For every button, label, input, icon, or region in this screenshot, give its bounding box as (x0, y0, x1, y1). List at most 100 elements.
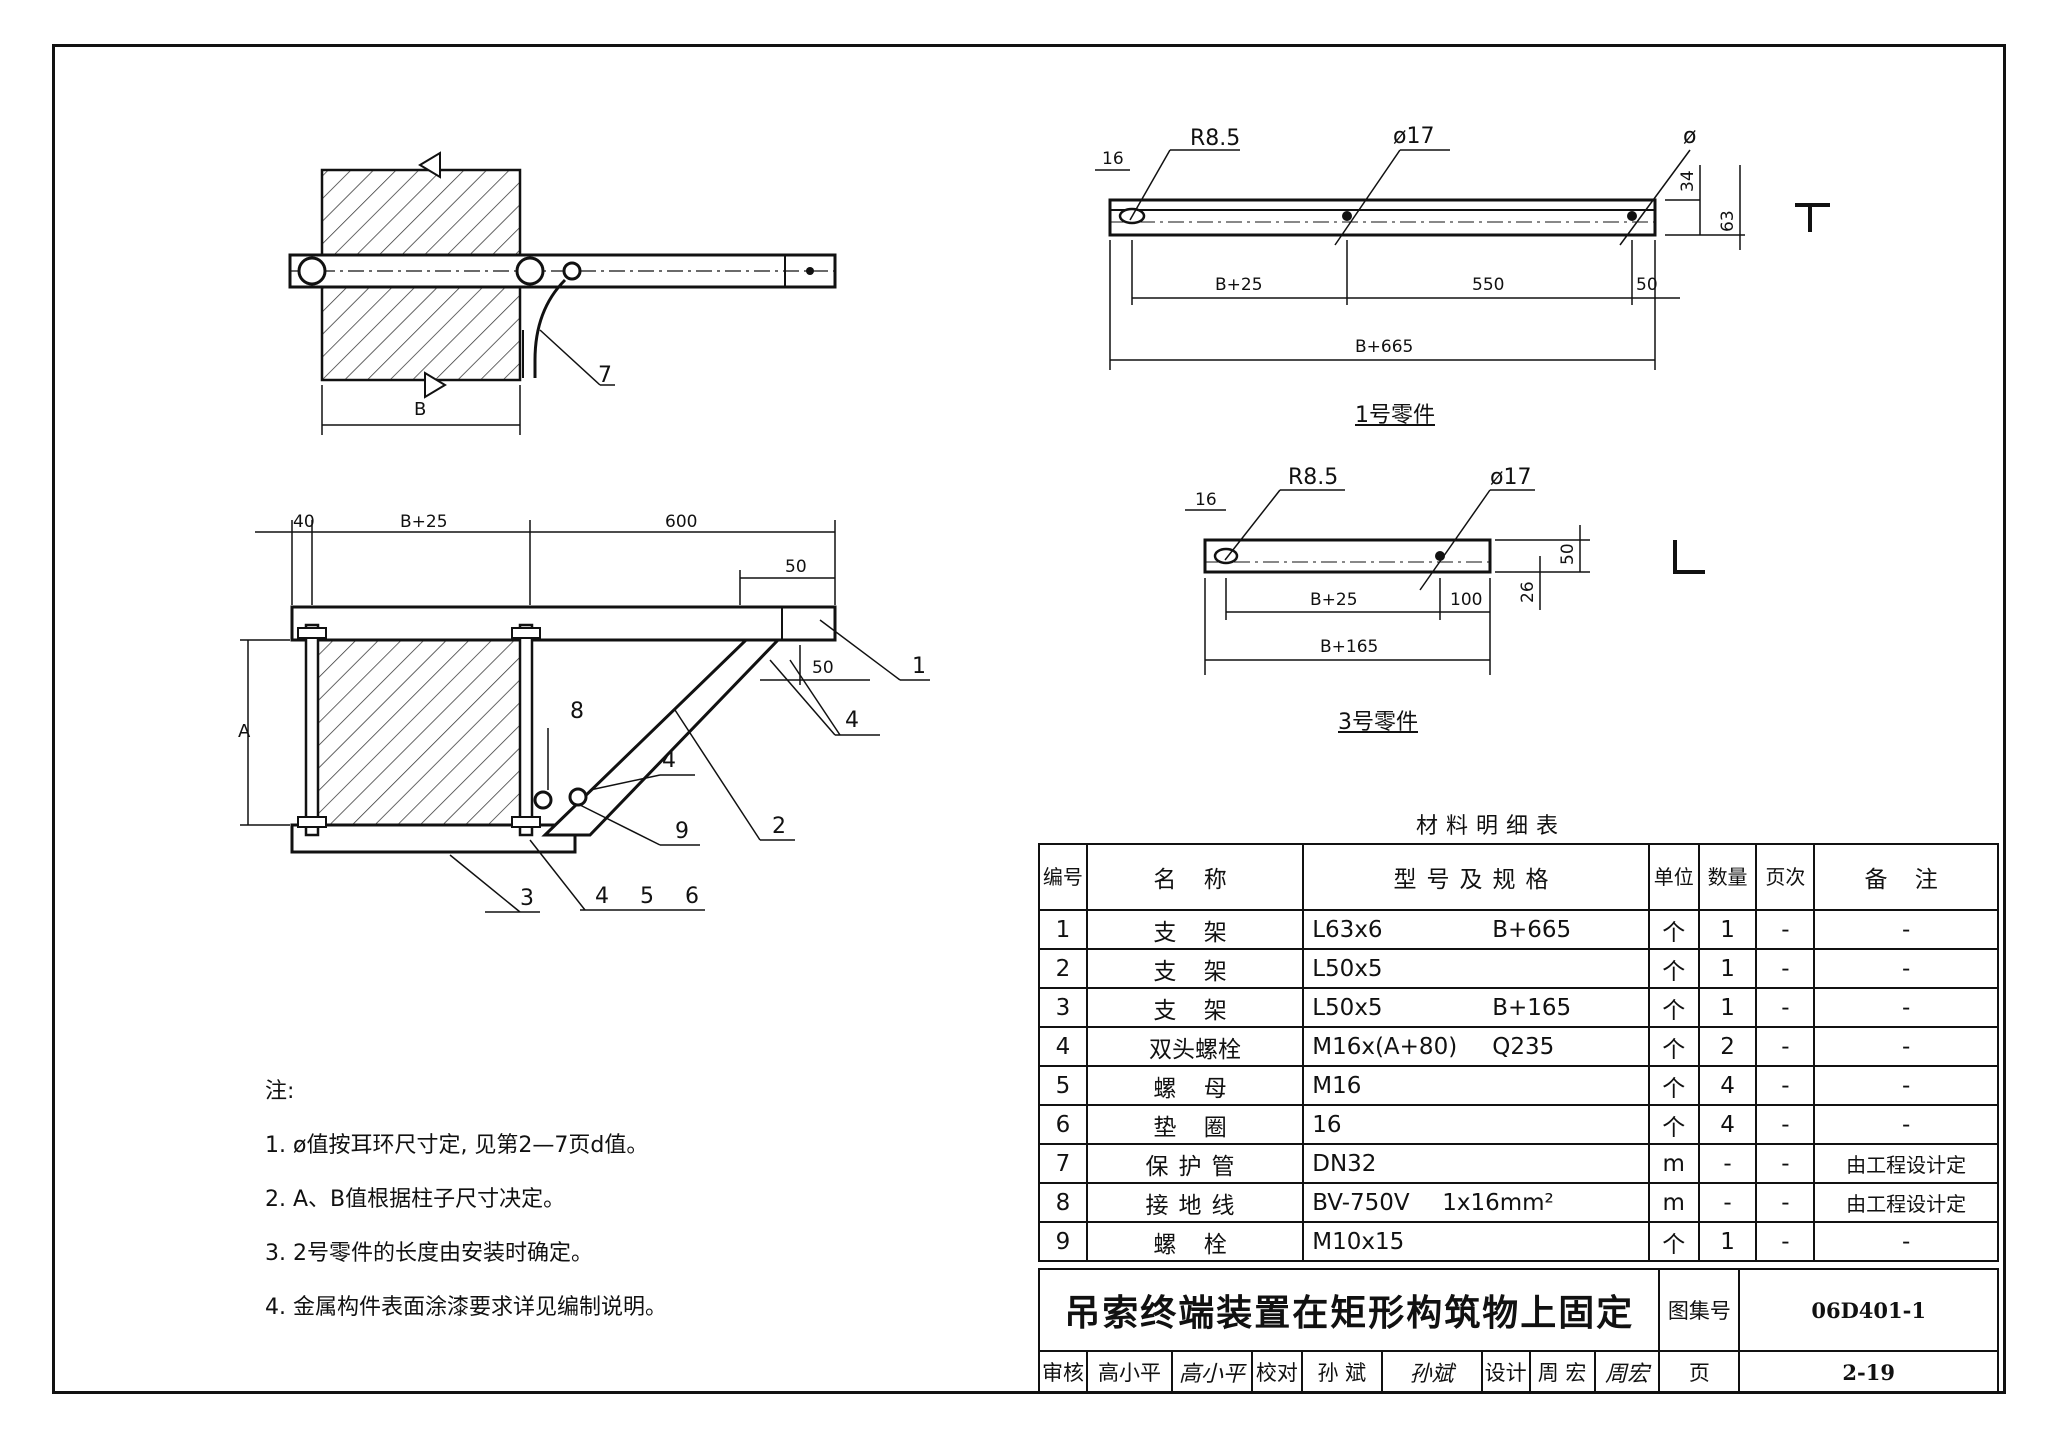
dim-b: B (414, 399, 426, 420)
cell-qty: 1 (1697, 909, 1758, 950)
angle-profile-icon (1673, 540, 1705, 574)
cell-no: 9 (1038, 1221, 1088, 1262)
bolt-circle (297, 256, 327, 286)
atlas-label: 图集号 (1658, 1268, 1741, 1352)
stud-bolt (304, 623, 320, 837)
cell-no: 5 (1038, 1065, 1088, 1106)
p3-d16: 16 (1195, 490, 1217, 510)
dim-600: 600 (665, 512, 697, 532)
spec-extra: 1x16mm² (1442, 1189, 1554, 1216)
checker-signature: 孙斌 (1380, 1350, 1483, 1394)
p3-d50: 50 (1558, 543, 1578, 565)
cell-page: - (1755, 909, 1816, 950)
spec-main: DN32 (1312, 1150, 1377, 1177)
cell-name: 螺 母 (1085, 1065, 1305, 1106)
spec-main: M16 (1312, 1072, 1362, 1099)
cell-remark: 由工程设计定 (1813, 1143, 1999, 1184)
cell-remark: - (1813, 987, 1999, 1028)
table-caption: 材料明细表 (1416, 814, 1567, 839)
cell-spec: M10x15 (1302, 1221, 1650, 1262)
notes: 注: 1. ø值按耳环尺寸定, 见第2—7页d值。 2. A、B值根据柱子尺寸决… (265, 1065, 667, 1335)
col-name: 名 称 (1085, 843, 1305, 911)
cell-qty: 4 (1697, 1065, 1758, 1106)
drawing-title: 吊索终端装置在矩形构筑物上固定 (1037, 1268, 1661, 1352)
part3-detail: R8.5 ø17 16 50 26 B+25 100 B+165 (1185, 465, 1705, 675)
cell-page: - (1755, 1065, 1816, 1106)
spec-main: 16 (1312, 1111, 1342, 1138)
cell-no: 7 (1038, 1143, 1088, 1184)
cell-unit: 个 (1647, 987, 1700, 1028)
review-label: 审核 (1038, 1350, 1088, 1394)
spec-extra: B+165 (1492, 994, 1572, 1021)
cell-name: 支 架 (1085, 987, 1305, 1028)
col-spec: 型号及规格 (1302, 843, 1650, 911)
cell-no: 4 (1038, 1026, 1088, 1067)
cell-remark: - (1813, 1026, 1999, 1067)
cell-name: 双头螺栓 (1085, 1026, 1305, 1067)
part3-label: 3号零件 (1338, 710, 1418, 735)
note-4: 4. 金属构件表面涂漆要求详见编制说明。 (265, 1295, 667, 1320)
design-label: 设计 (1480, 1350, 1531, 1394)
cell-spec: 16 (1302, 1104, 1650, 1145)
cell-name: 垫 圈 (1085, 1104, 1305, 1145)
page-number: 2-19 (1738, 1350, 1999, 1394)
cell-page: - (1755, 948, 1816, 989)
cell-no: 3 (1038, 987, 1088, 1028)
cell-remark: 由工程设计定 (1813, 1182, 1999, 1223)
cell-qty: - (1697, 1182, 1758, 1223)
table-row: 6 垫 圈 16 个 4 - - (1038, 1104, 1999, 1145)
table-row: 2 支 架 L50x5 个 1 - - (1038, 948, 1999, 989)
check-label: 校对 (1250, 1350, 1303, 1394)
spec-extra: B+665 (1492, 916, 1572, 943)
table-row: 5 螺 母 M16 个 4 - - (1038, 1065, 1999, 1106)
callout-5: 5 (640, 884, 654, 909)
cell-qty: 4 (1697, 1104, 1758, 1145)
cell-unit: m (1647, 1143, 1700, 1184)
hole-dot (806, 267, 814, 275)
cell-qty: 1 (1697, 948, 1758, 989)
part1-angle-side (290, 605, 837, 642)
cell-spec: M16x(A+80)Q235 (1302, 1026, 1650, 1067)
note-3: 3. 2号零件的长度由安装时确定。 (265, 1241, 593, 1266)
cell-name: 支 架 (1085, 909, 1305, 950)
note-1: 1. ø值按耳环尺寸定, 见第2—7页d值。 (265, 1133, 649, 1158)
atlas-number: 06D401-1 (1738, 1268, 1999, 1352)
spec-main: L50x5 (1312, 994, 1383, 1021)
angle-profile-icon (1795, 203, 1830, 232)
p1-phi: ø (1683, 124, 1696, 149)
table-row: 4 双头螺栓 M16x(A+80)Q235 个 2 - - (1038, 1026, 1999, 1067)
p3-b25: B+25 (1310, 590, 1358, 610)
cell-qty: - (1697, 1143, 1758, 1184)
cell-name: 保护管 (1085, 1143, 1305, 1184)
part2-brace (541, 638, 782, 837)
cell-page: - (1755, 987, 1816, 1028)
part3-bar (1203, 538, 1492, 574)
p1-phi17: ø17 (1393, 124, 1434, 149)
reviewer-signature: 高小平 (1170, 1350, 1253, 1394)
p3-phi17: ø17 (1490, 465, 1531, 490)
cell-page: - (1755, 1182, 1816, 1223)
cell-remark: - (1813, 1065, 1999, 1106)
col-unit: 单位 (1647, 843, 1700, 911)
table-header: 编号 名 称 型号及规格 单位 数量 页次 备 注 (1038, 843, 1999, 911)
spec-main: BV-750V (1312, 1189, 1410, 1216)
cell-remark: - (1813, 948, 1999, 989)
reviewer-name: 高小平 (1085, 1350, 1173, 1394)
bolt-circle (562, 261, 582, 281)
cell-name: 螺 栓 (1085, 1221, 1305, 1262)
part1-bar (1108, 198, 1657, 237)
column-section-side (310, 638, 532, 827)
dim-a: A (238, 721, 251, 742)
slot-hole (1213, 547, 1239, 565)
p1-50: 50 (1636, 275, 1658, 295)
col-no: 编号 (1038, 843, 1088, 911)
cell-unit: 个 (1647, 1065, 1700, 1106)
cell-no: 1 (1038, 909, 1088, 950)
part1-detail: R8.5 ø17 ø 16 34 63 B+25 550 50 B+665 (1095, 124, 1830, 370)
dim-b25: B+25 (400, 512, 448, 532)
cell-unit: 个 (1647, 948, 1700, 989)
callout-3: 3 (520, 886, 534, 911)
